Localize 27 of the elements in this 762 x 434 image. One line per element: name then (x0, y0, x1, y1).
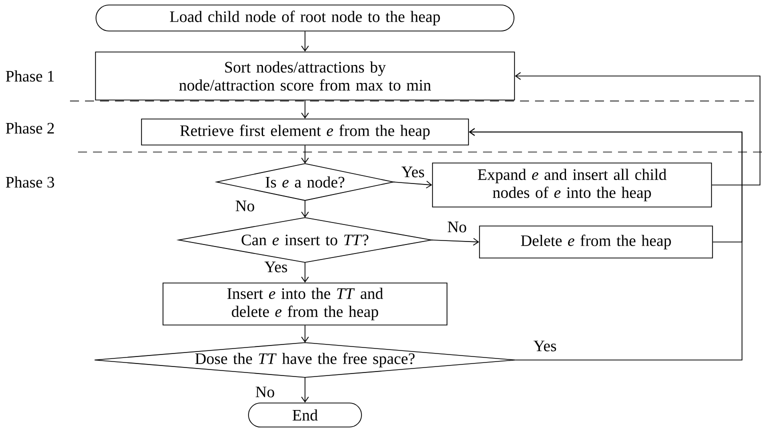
arrow (393, 180, 432, 188)
process-box: Delete e from the heap (479, 226, 713, 258)
process-box: Retrieve first element e from the heap (141, 118, 469, 146)
edge-label: No (254, 386, 276, 398)
arrow (301, 200, 309, 218)
terminal-box: Load child node of root node to the heap (96, 4, 514, 32)
arrow (468, 128, 742, 242)
edge-label: Yes (532, 340, 558, 352)
edge-label: No (446, 220, 468, 234)
arrow (301, 31, 309, 52)
process-box: Insert e into the TT and delete e from the heap (162, 282, 448, 326)
process-box: Expand e and insert all child nodes of e into the heap (432, 162, 712, 208)
phase-label: Phase 2 (6, 122, 54, 134)
arrow (301, 377, 309, 403)
terminal-box: End (248, 402, 362, 428)
phase-label: Phase 1 (6, 70, 54, 82)
arrow (301, 325, 309, 343)
edge-label: Yes (263, 260, 289, 274)
arrow (301, 145, 309, 164)
arrow (301, 262, 309, 283)
edge-label: No (234, 200, 256, 212)
process-box: Sort nodes/attractions by node/attraction score from max to min (95, 52, 515, 100)
phase-label: Phase 3 (6, 176, 54, 188)
arrow (514, 72, 760, 186)
arrow (301, 100, 309, 119)
edge-label: Yes (400, 166, 426, 178)
arrow (431, 238, 480, 246)
